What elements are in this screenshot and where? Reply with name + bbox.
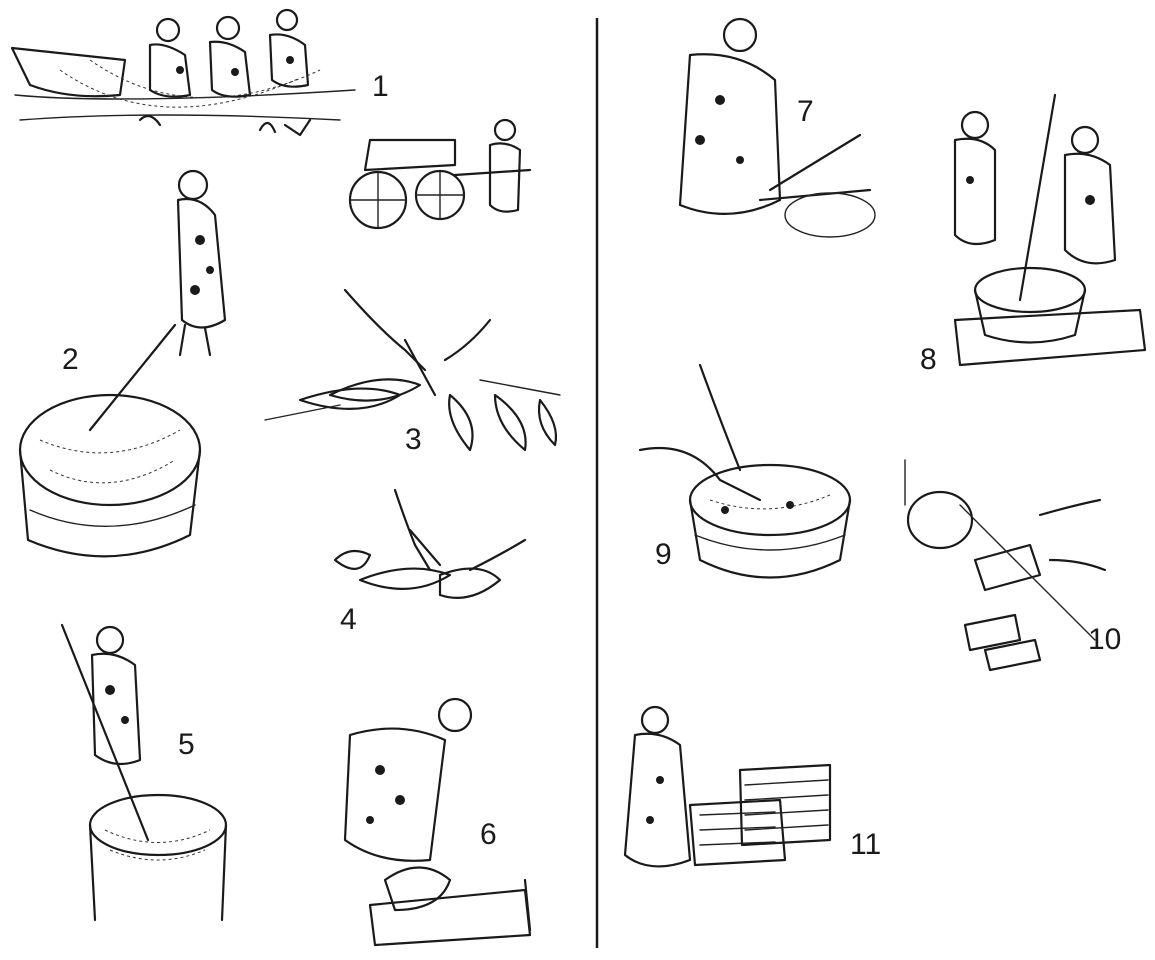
panel-stirring-vat bbox=[20, 171, 225, 556]
panel-chopping bbox=[680, 19, 875, 237]
panel-kneading bbox=[345, 699, 530, 945]
step-number-3: 3 bbox=[405, 425, 422, 455]
step-number-2: 2 bbox=[62, 345, 79, 375]
panel-pounding-mortar bbox=[955, 95, 1145, 365]
step-number-6: 6 bbox=[480, 820, 497, 850]
step-number-8: 8 bbox=[920, 345, 937, 375]
step-number-5: 5 bbox=[178, 730, 195, 760]
step-number-4: 4 bbox=[340, 605, 357, 635]
panel-shaping-blocks bbox=[905, 460, 1105, 670]
panel-hand-cart bbox=[350, 120, 530, 228]
step-number-10: 10 bbox=[1088, 625, 1121, 655]
step-number-11: 11 bbox=[850, 830, 881, 860]
panel-arranging-trays bbox=[625, 707, 830, 866]
panel-pole-stirring bbox=[62, 625, 226, 920]
panel-fishermen-net bbox=[12, 10, 355, 135]
step-number-9: 9 bbox=[655, 540, 672, 570]
panel-filleting bbox=[335, 490, 525, 598]
step-number-7: 7 bbox=[797, 97, 814, 127]
step-number-1: 1 bbox=[372, 72, 389, 102]
